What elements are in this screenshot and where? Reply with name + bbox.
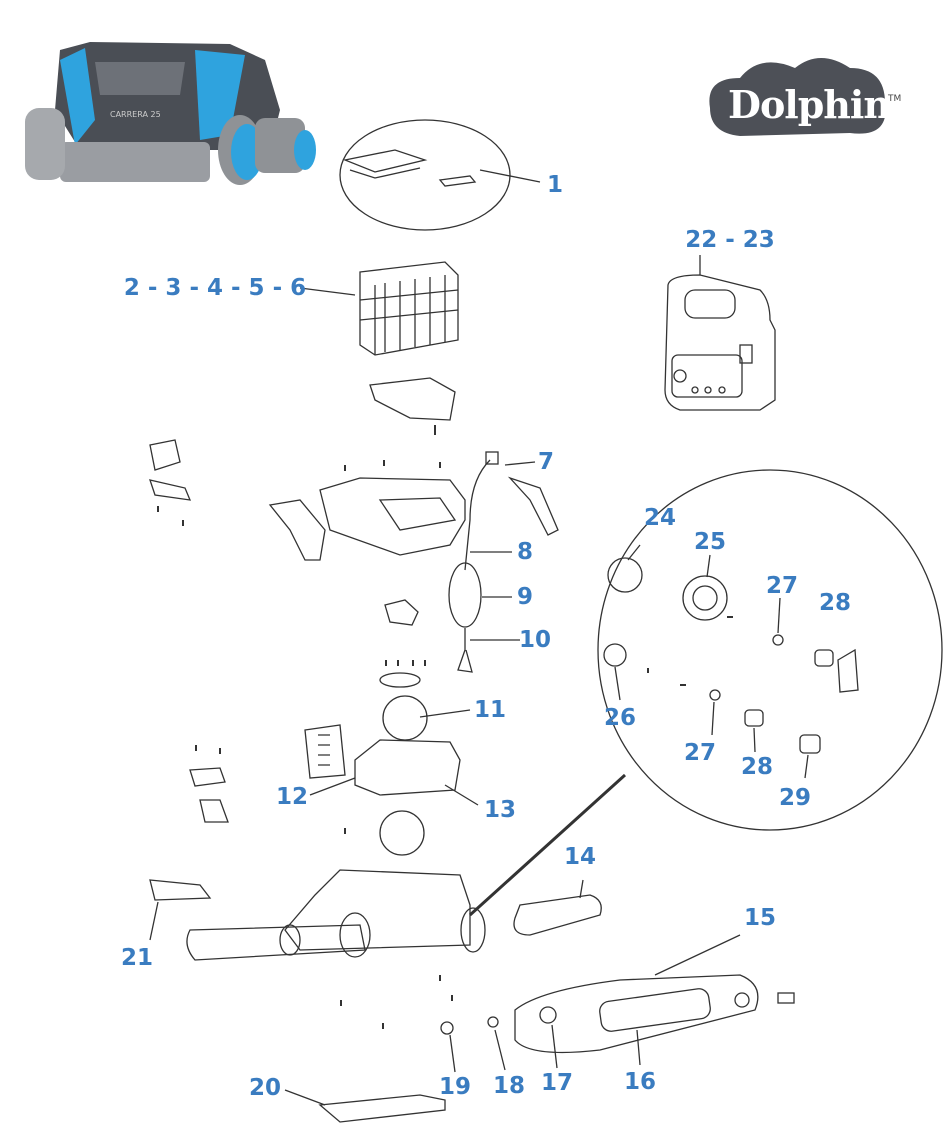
callout-18: 18 — [492, 1073, 526, 1099]
screws — [157, 425, 733, 1029]
callout-10: 10 — [518, 627, 552, 653]
callout-9: 9 — [516, 584, 534, 610]
callout-26: 26 — [603, 705, 637, 731]
callout-2-6: 2 - 3 - 4 - 5 - 6 — [123, 275, 307, 301]
part-power-supply — [664, 274, 776, 411]
callout-28-bottom: 28 — [740, 754, 774, 780]
part-21-handle — [149, 879, 212, 901]
part-top-housing — [149, 439, 559, 823]
part-11-impeller — [382, 695, 428, 741]
callout-19: 19 — [438, 1074, 472, 1100]
callout-21: 21 — [120, 945, 154, 971]
callout-8: 8 — [516, 539, 534, 565]
callout-27-top: 27 — [765, 573, 799, 599]
part-20-strip — [318, 1094, 446, 1123]
callout-7: 7 — [537, 449, 555, 475]
dolphin-logo-text: Dolphin — [728, 82, 891, 127]
callout-24: 24 — [643, 505, 677, 531]
robot-model-label: CARRERA 25 — [110, 110, 161, 119]
part-1-lid — [342, 149, 477, 187]
callout-15: 15 — [743, 905, 777, 931]
callout-16: 16 — [623, 1069, 657, 1095]
part-impeller-cover — [379, 672, 421, 688]
part-wheels-detail — [603, 557, 859, 754]
part-motor-unit — [304, 724, 461, 856]
part-14-track — [513, 894, 602, 936]
callout-13: 13 — [483, 797, 517, 823]
callout-20: 20 — [248, 1075, 282, 1101]
dolphin-logo — [709, 58, 886, 136]
detail-circle-part-1 — [339, 119, 511, 231]
part-cable-float — [448, 451, 499, 673]
callout-12: 12 — [275, 784, 309, 810]
callout-28-top: 28 — [818, 590, 852, 616]
part-filter-basket — [359, 261, 459, 356]
callout-11: 11 — [473, 697, 507, 723]
callout-25: 25 — [693, 529, 727, 555]
detail-circle-wheels — [597, 469, 943, 831]
trademark-symbol: TM — [888, 94, 902, 104]
callout-17: 17 — [540, 1070, 574, 1096]
callout-14: 14 — [563, 844, 597, 870]
part-chassis — [186, 869, 486, 961]
robot-product-image — [25, 42, 316, 185]
callout-1: 1 — [546, 172, 564, 198]
callout-27-bottom: 27 — [683, 740, 717, 766]
callout-29: 29 — [778, 785, 812, 811]
part-filter-cover — [369, 377, 456, 421]
callout-22-23: 22 - 23 — [685, 227, 775, 253]
part-15-16-brush-assembly — [440, 974, 795, 1054]
